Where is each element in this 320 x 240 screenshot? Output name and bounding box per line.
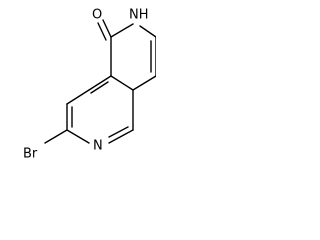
bond-c3-br	[44, 129, 68, 144]
chemical-structure: NH O N Br	[23, 8, 156, 162]
bond-c4a-c4	[88, 75, 112, 91]
atom-label-n: N	[93, 139, 103, 154]
bond-c5-o-second	[97, 22, 107, 41]
bond-c5-o	[102, 19, 112, 38]
bond-c4-c3	[66, 89, 90, 105]
atom-label-o: O	[92, 8, 102, 23]
bond-c5-n6	[110, 23, 134, 38]
bond-n1-c8a-inner	[108, 126, 129, 138]
bond-n6-c7	[139, 25, 156, 38]
atom-label-nh: NH	[129, 8, 149, 23]
bond-n1-c8a	[108, 129, 134, 144]
bond-c4a-c4-inner	[90, 81, 109, 94]
bond-c8-c8a	[132, 75, 156, 91]
atom-labels: NH O N Br	[23, 8, 149, 162]
atom-label-br: Br	[23, 147, 38, 162]
bond-lines	[44, 19, 156, 144]
bond-c8a-c4a	[110, 75, 134, 91]
bond-c2-n1	[66, 129, 90, 144]
